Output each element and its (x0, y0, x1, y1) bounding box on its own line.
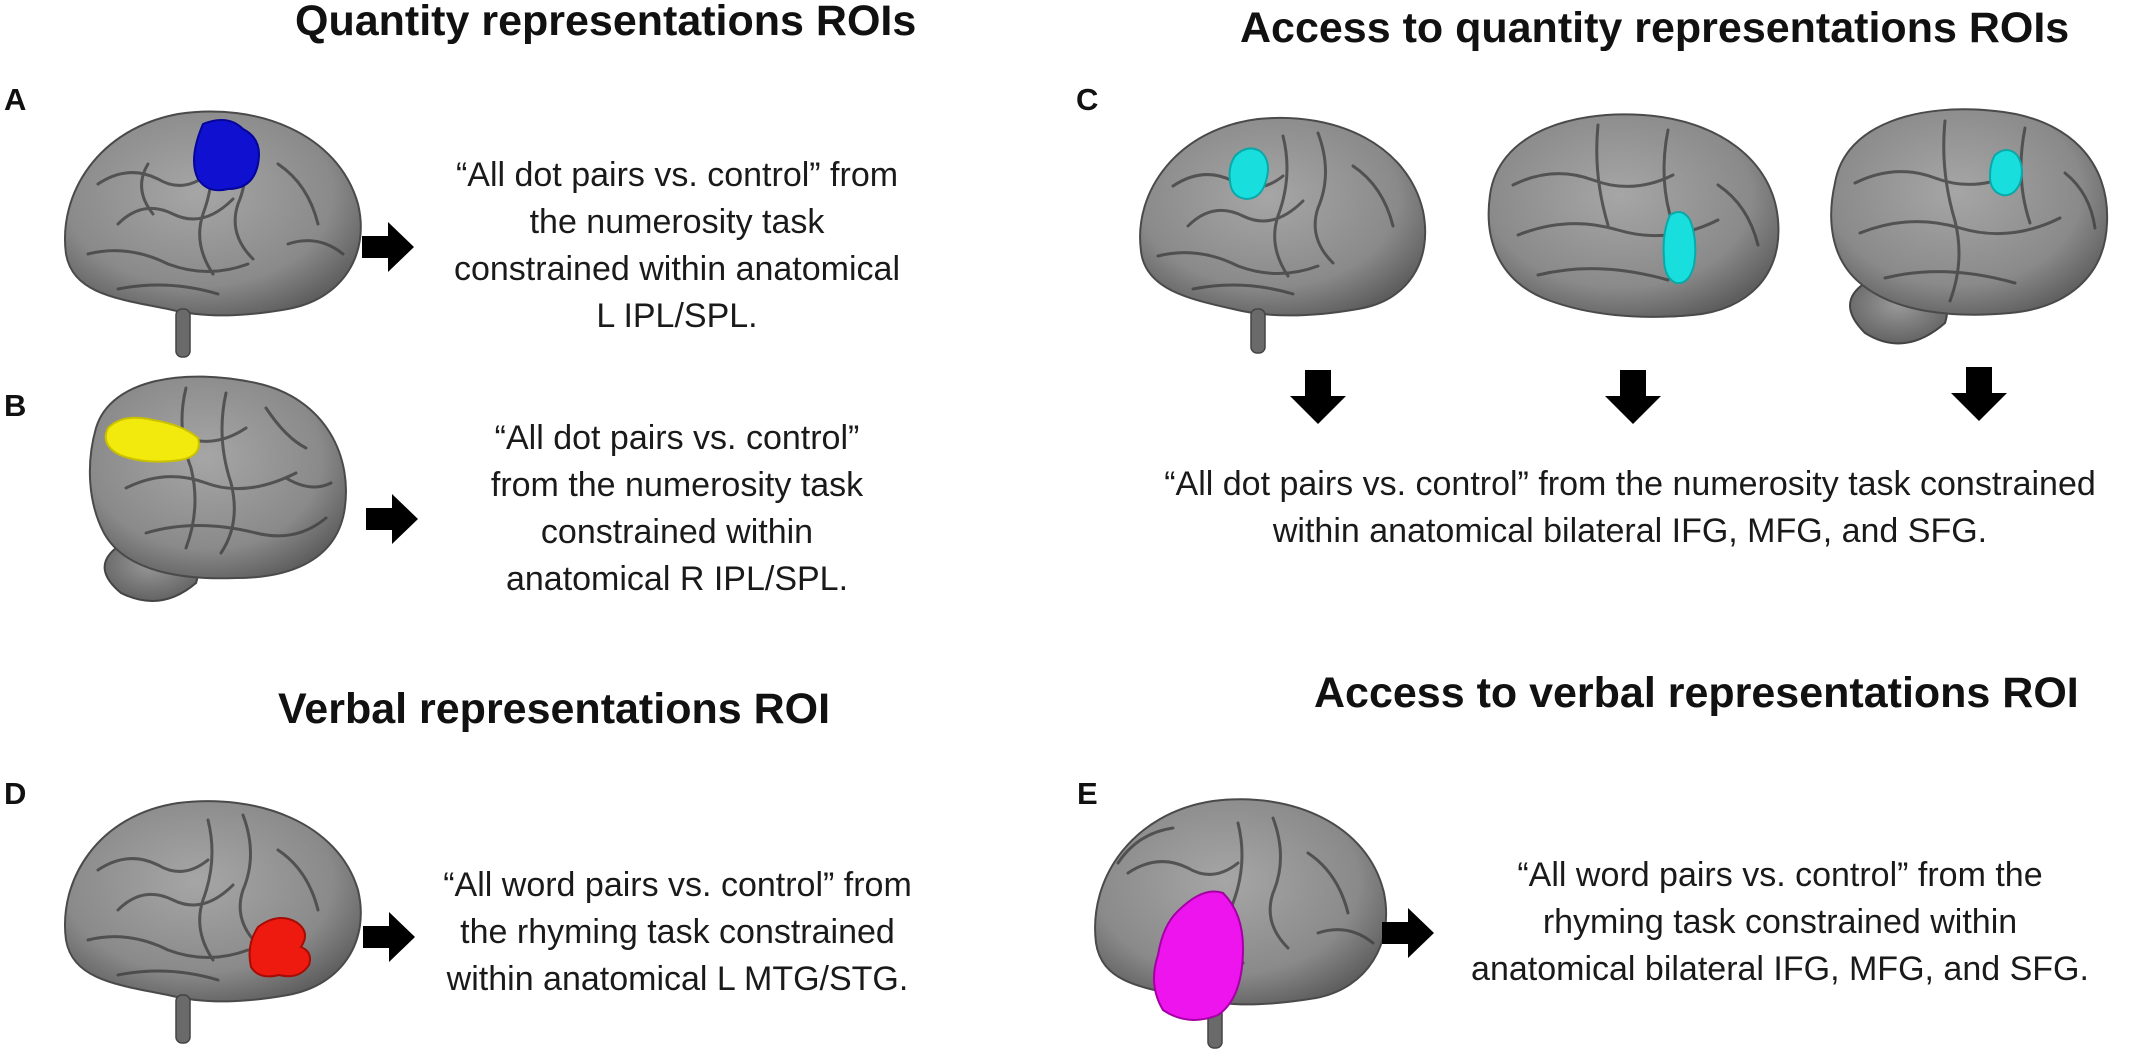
panel-label-e: E (1077, 776, 1098, 811)
description-line: within anatomical L MTG/STG. (446, 960, 909, 998)
description-line: the numerosity task (529, 203, 825, 241)
description-line: rhyming task constrained within (1542, 903, 2018, 941)
roi-blob-c-left (1228, 147, 1269, 201)
description-line: from the numerosity task (490, 466, 864, 504)
title-access-verbal-roi: Access to verbal representations ROI (1314, 669, 2079, 717)
description-line: constrained within (540, 513, 814, 551)
description-panel-c: “All dot pairs vs. control” from the num… (1135, 461, 2125, 555)
brain-panel-a (64, 110, 362, 358)
description-line: anatomical bilateral IFG, MFG, and SFG. (1471, 950, 2089, 988)
panel-label-d: D (4, 776, 27, 811)
roi-blob-c-middle (1662, 210, 1697, 285)
brain-panel-c-middle (1487, 113, 1780, 318)
description-panel-d: “All word pairs vs. control” from the rh… (405, 862, 950, 1003)
description-line: the rhyming task constrained (460, 913, 895, 951)
roi-blob-a (193, 119, 260, 192)
description-line: L IPL/SPL. (596, 297, 758, 335)
brain-panel-c-left (1139, 116, 1427, 354)
title-verbal-roi: Verbal representations ROI (278, 685, 831, 733)
arrow-down-c3-icon (1951, 367, 2007, 421)
roi-blob-c-right (1988, 149, 2023, 197)
brain-panel-e (1094, 798, 1388, 1049)
panel-label-a: A (4, 82, 27, 117)
description-line: “All word pairs vs. control” from the (1517, 856, 2043, 894)
title-access-quantity-rois: Access to quantity representations ROIs (1240, 4, 2070, 52)
description-line: “All dot pairs vs. control” from the num… (1164, 465, 2096, 503)
brain-panel-d (64, 800, 362, 1044)
arrow-right-a-icon (362, 222, 414, 272)
panel-label-c: C (1076, 82, 1099, 117)
description-line: within anatomical bilateral IFG, MFG, an… (1272, 512, 1988, 550)
arrow-right-e-icon (1382, 908, 1434, 958)
roi-blob-b (104, 416, 200, 463)
description-panel-b: “All dot pairs vs. control” from the num… (412, 415, 942, 603)
description-line: “All dot pairs vs. control” from (455, 156, 899, 194)
title-quantity-rois: Quantity representations ROIs (295, 0, 917, 45)
arrow-down-c1-icon (1290, 370, 1346, 424)
roi-blob-d (248, 917, 311, 978)
brain-panel-c-right (1830, 108, 2109, 345)
description-line: “All word pairs vs. control” from (443, 866, 912, 904)
roi-blob-e (1153, 890, 1245, 1021)
description-line: anatomical R IPL/SPL. (505, 560, 849, 598)
arrow-right-b-icon (366, 494, 418, 544)
arrow-down-c2-icon (1605, 370, 1661, 424)
description-line: constrained within anatomical (453, 250, 901, 288)
description-line: “All dot pairs vs. control” (494, 419, 860, 457)
arrow-right-d-icon (363, 912, 415, 962)
description-panel-e: “All word pairs vs. control” from the rh… (1440, 852, 2120, 993)
brain-panel-b (88, 375, 347, 602)
description-panel-a: “All dot pairs vs. control” from the num… (412, 152, 942, 340)
panel-label-b: B (4, 388, 27, 423)
